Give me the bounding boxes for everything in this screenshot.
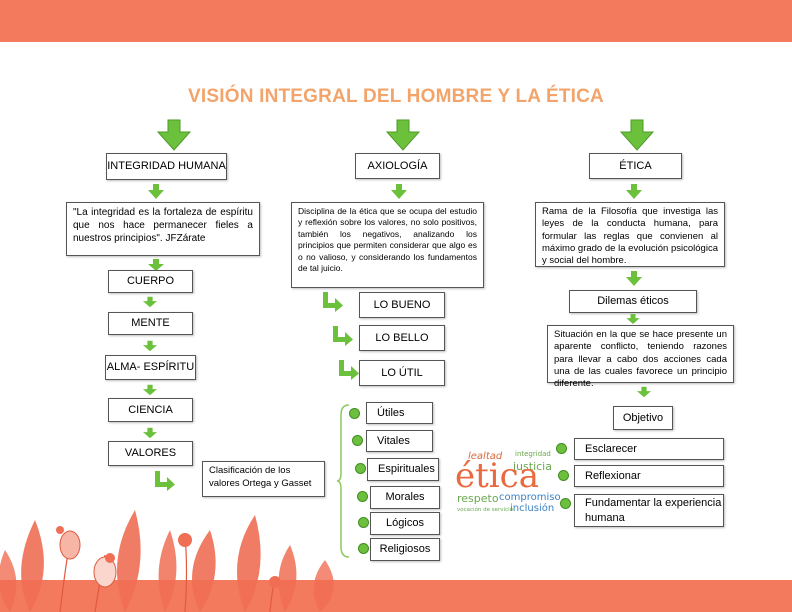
arrow-down-icon [391,184,407,199]
integridad-quote: "La integridad es la fortaleza de espíri… [66,202,260,256]
arrow-down-icon [619,119,655,151]
axiologia-item: LO BUENO [359,292,445,318]
arrow-down-icon [143,427,157,439]
etica-definition: Rama de la Filosofía que investiga las l… [535,202,725,267]
integridad-item: VALORES [108,441,193,466]
objetivo-item: Fundamentar la experiencia humana [574,494,724,527]
valor-item: Vitales [366,430,433,452]
bullet-dot [358,543,369,554]
axiologia-definition: Disciplina de la ética que se ocupa del … [291,202,484,288]
axiologia-header: AXIOLOGÍA [355,153,440,179]
integridad-item: CIENCIA [108,398,193,422]
dilemas-header: Dilemas éticos [569,290,697,313]
bent-arrow-icon [339,360,359,380]
brace-icon [336,404,350,558]
top-banner [0,0,792,42]
arrow-down-icon [626,271,642,286]
etica-header: ÉTICA [589,153,682,179]
valor-item: Morales [370,486,440,509]
valor-item: Útiles [366,402,433,424]
page-title: VISIÓN INTEGRAL DEL HOMBRE Y LA ÉTICA [188,86,604,107]
objetivo-item: Esclarecer [574,438,724,460]
bullet-dot [357,491,368,502]
integridad-item: MENTE [108,312,193,335]
bullet-dot [352,435,363,446]
valor-item: Religiosos [370,538,440,561]
bullet-dot [355,463,366,474]
integridad-item: ALMA- ESPÍRITU [105,355,196,380]
objetivo-item: Reflexionar [574,465,724,487]
arrow-down-icon [148,259,164,271]
axiologia-item: LO ÚTIL [359,360,445,386]
clasificacion-box: Clasificación de los valores Ortega y Ga… [202,461,325,497]
bullet-dot [558,470,569,481]
bullet-dot [556,443,567,454]
arrow-down-icon [626,314,640,324]
bent-arrow-icon [323,292,343,312]
objetivo-header: Objetivo [613,406,673,430]
bullet-dot [349,408,360,419]
bullet-dot [560,498,571,509]
arrow-down-icon [148,184,164,199]
arrow-down-icon [156,119,192,151]
valor-item: Lógicos [370,512,440,535]
floral-decoration [0,510,334,612]
arrow-down-icon [637,386,651,398]
arrow-down-icon [143,340,157,352]
etica-logo: lealtad integridad justicia ética respet… [455,450,561,514]
bent-arrow-icon [333,326,353,346]
dilemas-definition: Situación en la que se hace presente un … [547,325,734,389]
bent-arrow-icon [155,471,175,491]
arrow-down-icon [385,119,421,151]
arrow-down-icon [626,184,642,199]
arrow-down-icon [143,296,157,308]
bullet-dot [358,517,369,528]
valor-item: Espirituales [367,458,439,481]
integridad-header: INTEGRIDAD HUMANA [106,153,227,180]
axiologia-item: LO BELLO [359,325,445,351]
integridad-item: CUERPO [108,270,193,293]
arrow-down-icon [143,384,157,396]
